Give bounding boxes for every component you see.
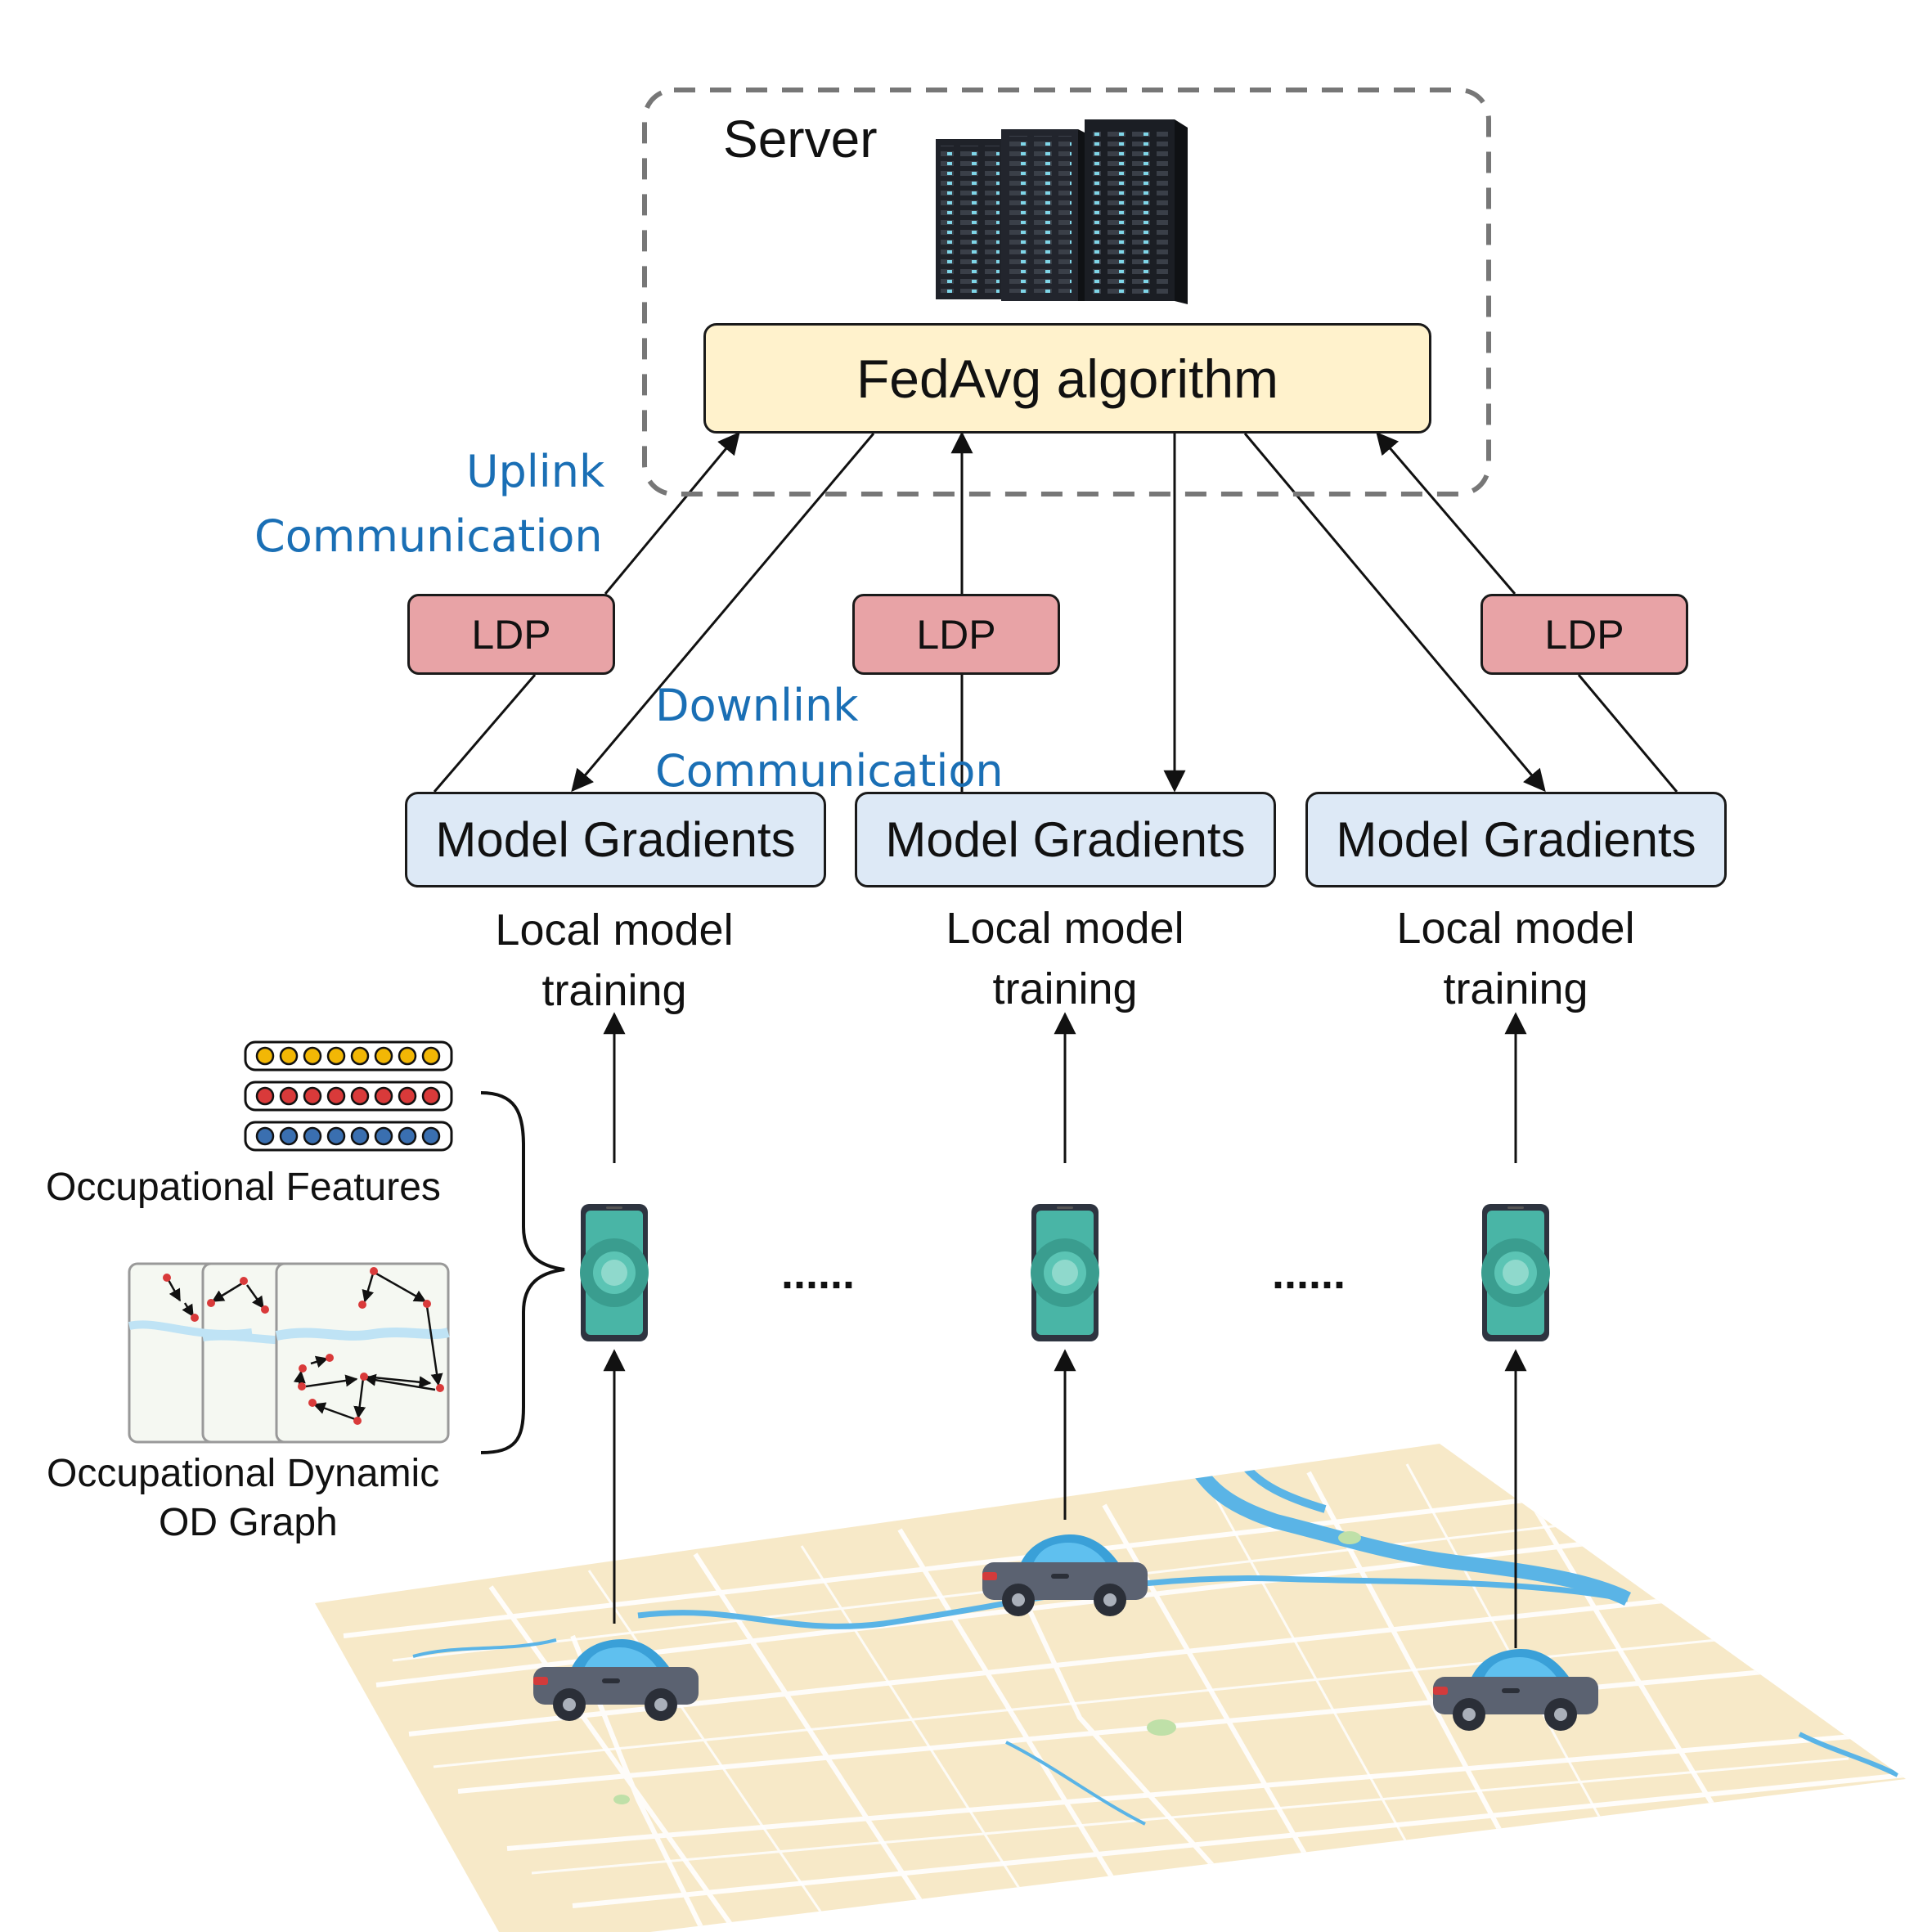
training-line-2: training (1443, 964, 1588, 1013)
local-training-caption-2: Local model training (901, 898, 1229, 1019)
training-line-1: Local model (495, 905, 734, 955)
training-line-2: training (541, 966, 687, 1015)
smartphone-icon (1481, 1204, 1550, 1341)
fedavg-algorithm-box: FedAvg algorithm (703, 323, 1431, 434)
model-gradients-box-3: Model Gradients (1305, 792, 1727, 887)
uplink-label-line1: Uplink (466, 446, 605, 497)
car-icon (982, 1534, 1148, 1616)
server-rack-icon (936, 119, 1188, 304)
model-gradients-box-1: Model Gradients (405, 792, 826, 887)
uplink-label-line2: Communication (254, 510, 603, 562)
local-training-caption-3: Local model training (1352, 898, 1679, 1019)
od-graph-icon (128, 1262, 450, 1444)
ellipsis-1: ...... (781, 1249, 856, 1298)
server-label: Server (723, 110, 878, 168)
model-gradients-box-2: Model Gradients (855, 792, 1276, 887)
training-line-2: training (992, 964, 1138, 1013)
occupational-features-label: Occupational Features (46, 1166, 441, 1209)
downlink-label-line1: Downlink (655, 680, 859, 731)
smartphone-icon (1031, 1204, 1099, 1341)
car-icon (1433, 1649, 1598, 1731)
ellipsis-2: ...... (1272, 1249, 1346, 1298)
car-icon (533, 1639, 699, 1721)
ldp-box-3: LDP (1480, 594, 1688, 675)
training-line-1: Local model (1396, 904, 1635, 953)
smartphone-icon (580, 1204, 649, 1341)
ldp-box-2: LDP (852, 594, 1060, 675)
od-graph-label-line1: Occupational Dynamic (47, 1452, 440, 1495)
brace-icon (480, 1091, 565, 1454)
downlink-label-line2: Communication (655, 745, 1004, 797)
training-line-1: Local model (946, 904, 1184, 953)
local-training-caption-1: Local model training (451, 900, 778, 1021)
feature-vector-icon (244, 1040, 453, 1152)
ldp-box-1: LDP (407, 594, 615, 675)
od-graph-label-line2: OD Graph (159, 1501, 338, 1544)
